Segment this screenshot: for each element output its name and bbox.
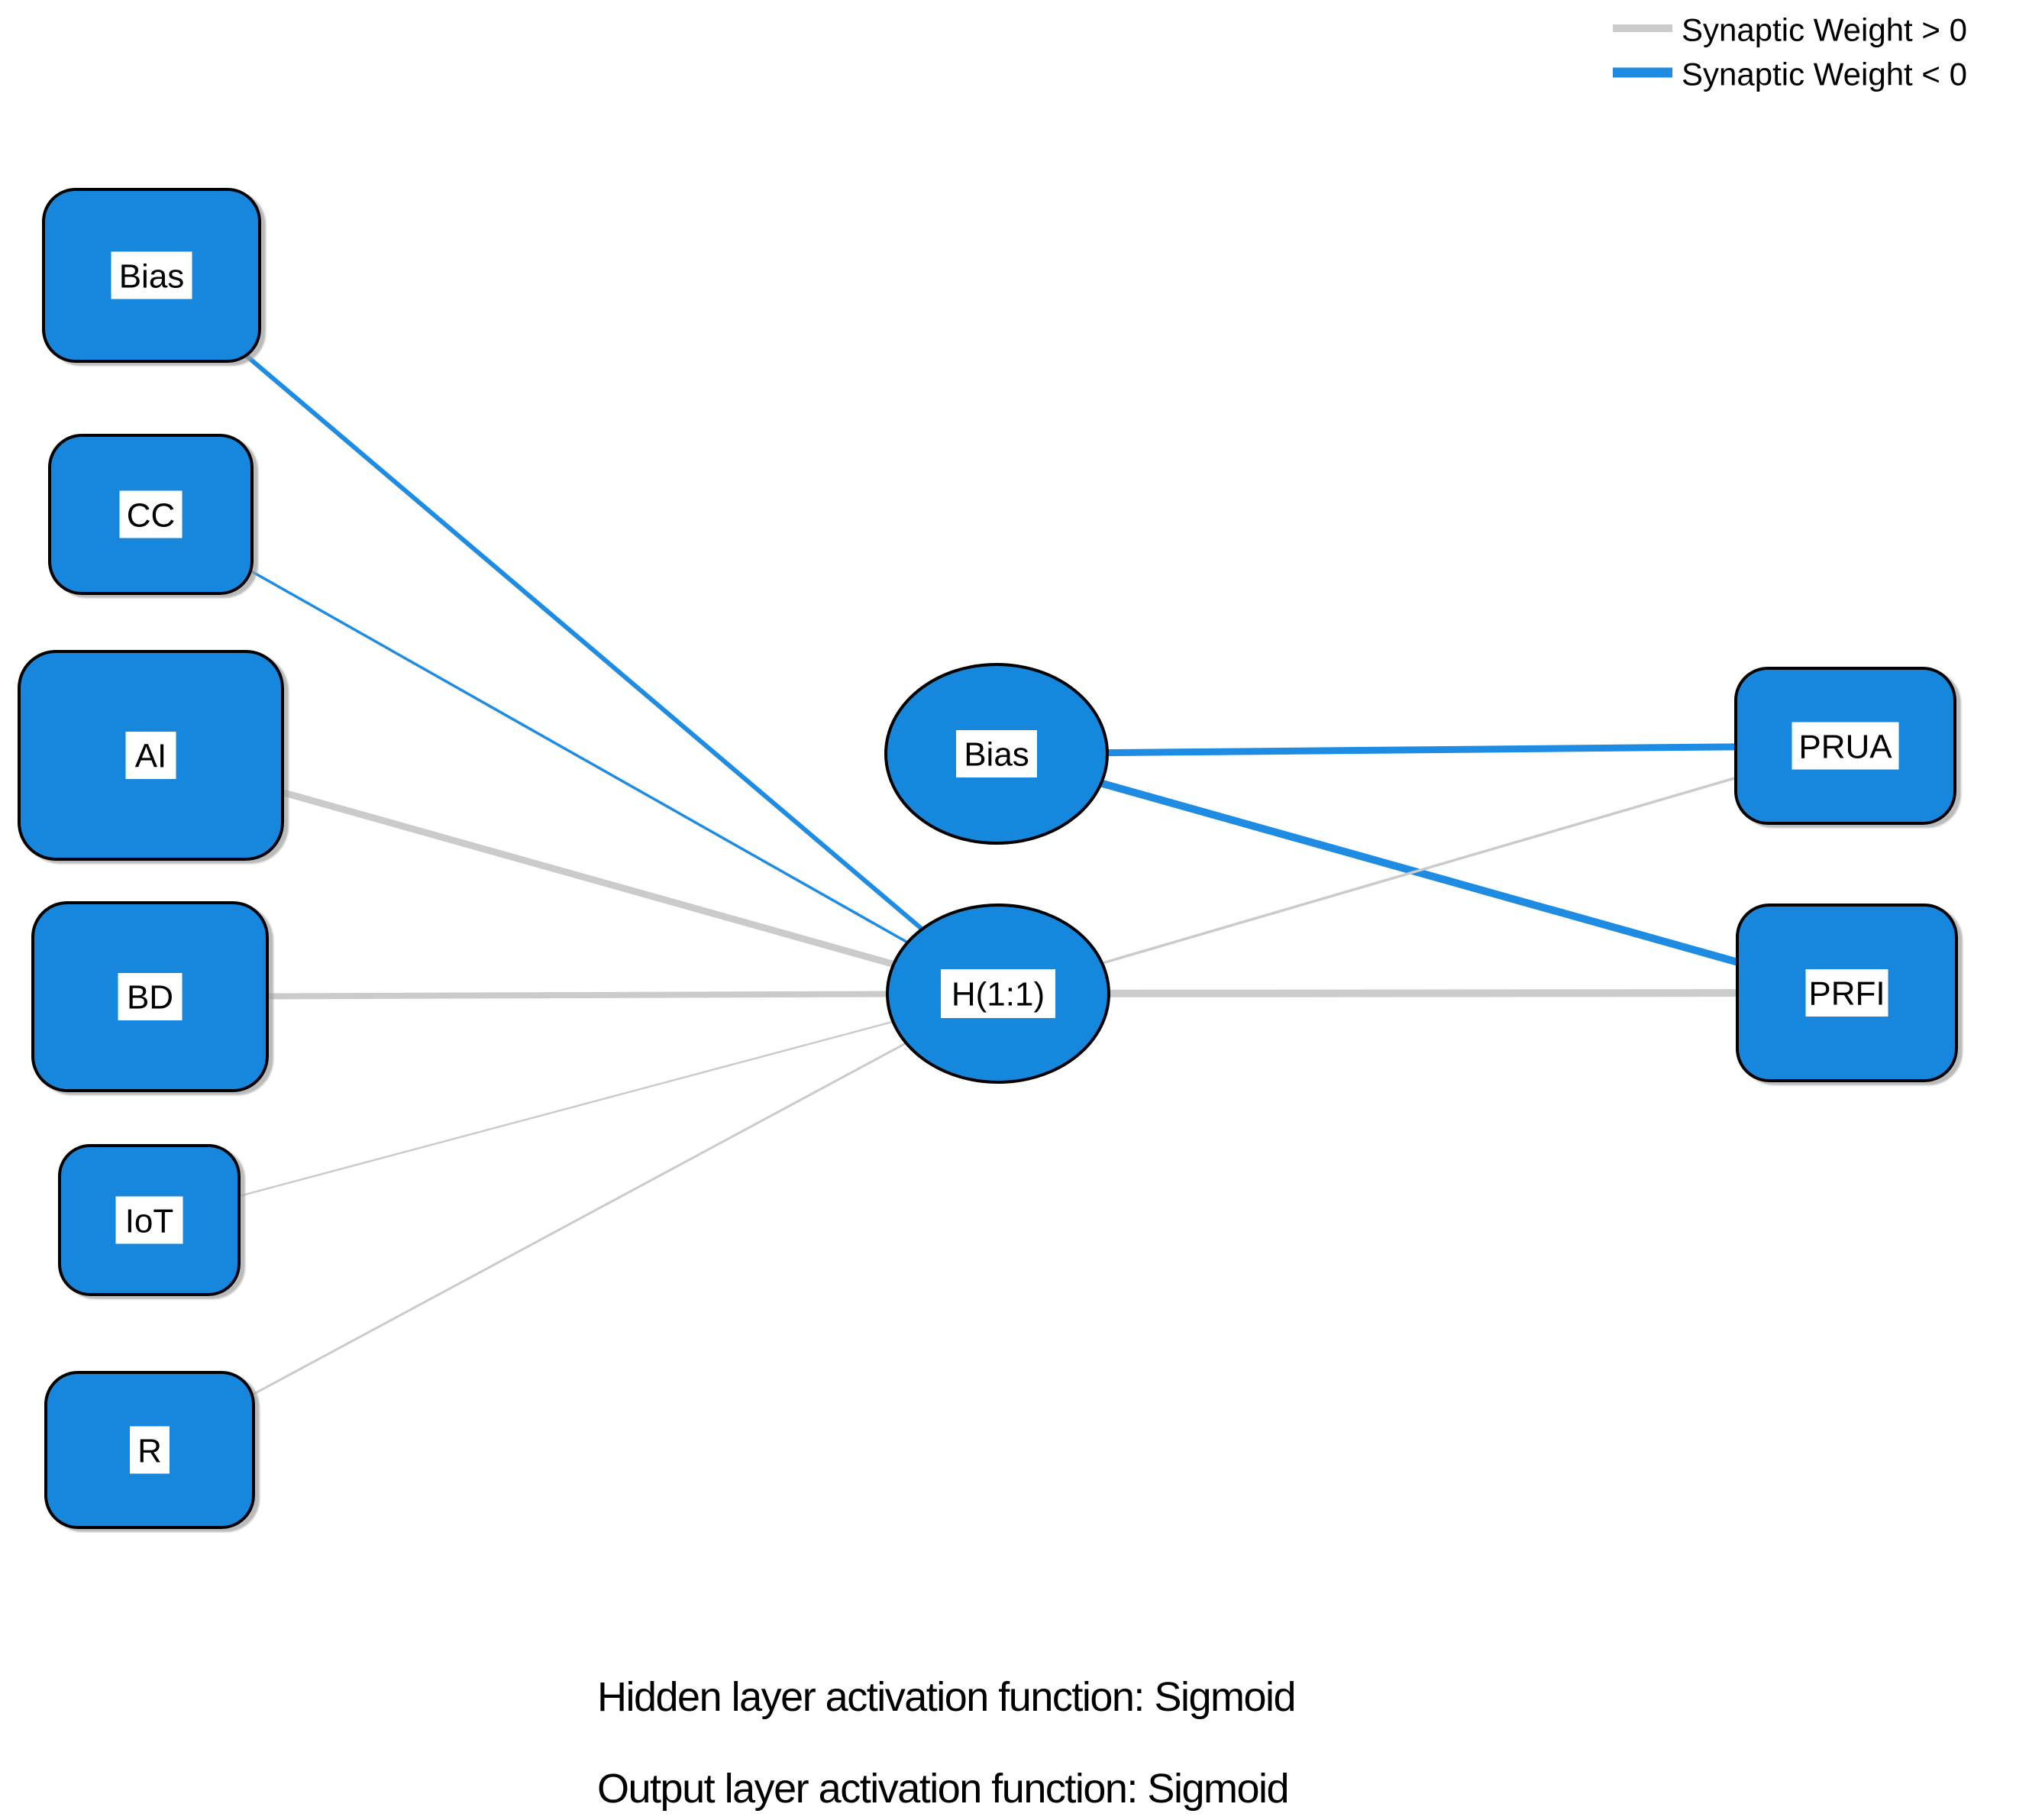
output-node-prfi-label-bg xyxy=(1805,969,1888,1017)
edge-hidden-bias-to-output-prfi xyxy=(995,750,1848,997)
edge-input-cc-to-hidden-h11 xyxy=(150,512,999,995)
hidden-activation-caption: Hidden layer activation function: Sigmoi… xyxy=(597,1674,1295,1720)
input-node-cc-label: CC xyxy=(127,497,176,535)
input-node-r-label-bg xyxy=(130,1426,170,1474)
hidden-node-h11: H(1:1) xyxy=(886,904,1110,1084)
output-node-prua: PRUA xyxy=(1734,667,1956,825)
edge-hidden-h11-to-output-prfi xyxy=(997,989,1847,997)
edge-hidden-bias-to-output-prua xyxy=(996,742,1846,758)
input-node-ai-label-bg xyxy=(125,732,176,779)
legend: Synaptic Weight > 0 Synaptic Weight < 0 xyxy=(1613,12,1967,92)
hidden-node-bias-label: Bias xyxy=(964,736,1029,774)
edge-input-r-to-hidden-h11 xyxy=(149,992,999,1451)
hidden-node-bias-label-bg xyxy=(956,730,1037,777)
edge-input-bd-to-hidden-h11 xyxy=(150,991,999,1000)
input-node-iot-label: IoT xyxy=(125,1203,174,1240)
input-node-r: R xyxy=(44,1371,255,1529)
input-node-bd-label-bg xyxy=(118,973,183,1020)
edge-input-ai-to-hidden-h11 xyxy=(150,752,1000,997)
input-node-bd: BD xyxy=(31,901,269,1092)
edge-hidden-h11-to-output-prua xyxy=(997,744,1846,995)
input-node-cc: CC xyxy=(48,434,254,595)
output-node-prfi-label: PRFI xyxy=(1808,975,1885,1013)
hidden-node-bias: Bias xyxy=(884,663,1109,845)
output-node-prua-label: PRUA xyxy=(1798,729,1892,766)
hidden-node-h11-label: H(1:1) xyxy=(951,976,1045,1013)
input-node-cc-label-bg xyxy=(119,490,183,538)
edge-input-bias-to-hidden-h11 xyxy=(150,273,1000,996)
input-node-bias-label: Bias xyxy=(119,258,185,296)
input-node-iot-label-bg xyxy=(115,1196,183,1244)
output-activation-caption: Output layer activation function: Sigmoi… xyxy=(597,1766,1288,1812)
edge-input-iot-to-hidden-h11 xyxy=(149,992,999,1221)
input-node-r-label: R xyxy=(137,1433,162,1470)
legend-positive-label: Synaptic Weight > 0 xyxy=(1682,12,1967,48)
input-node-iot: IoT xyxy=(58,1144,241,1296)
input-node-bias-label-bg xyxy=(111,251,192,299)
input-node-ai: AI xyxy=(18,650,284,861)
hidden-node-h11-label-bg xyxy=(941,969,1055,1018)
output-node-prfi: PRFI xyxy=(1736,904,1958,1082)
input-node-bias: Bias xyxy=(42,188,261,363)
output-node-prua-label-bg xyxy=(1792,722,1899,770)
input-node-bd-label: BD xyxy=(127,979,173,1017)
input-node-ai-label: AI xyxy=(135,738,167,775)
edge-layer xyxy=(149,273,1848,1451)
legend-negative-label: Synaptic Weight < 0 xyxy=(1682,57,1967,92)
